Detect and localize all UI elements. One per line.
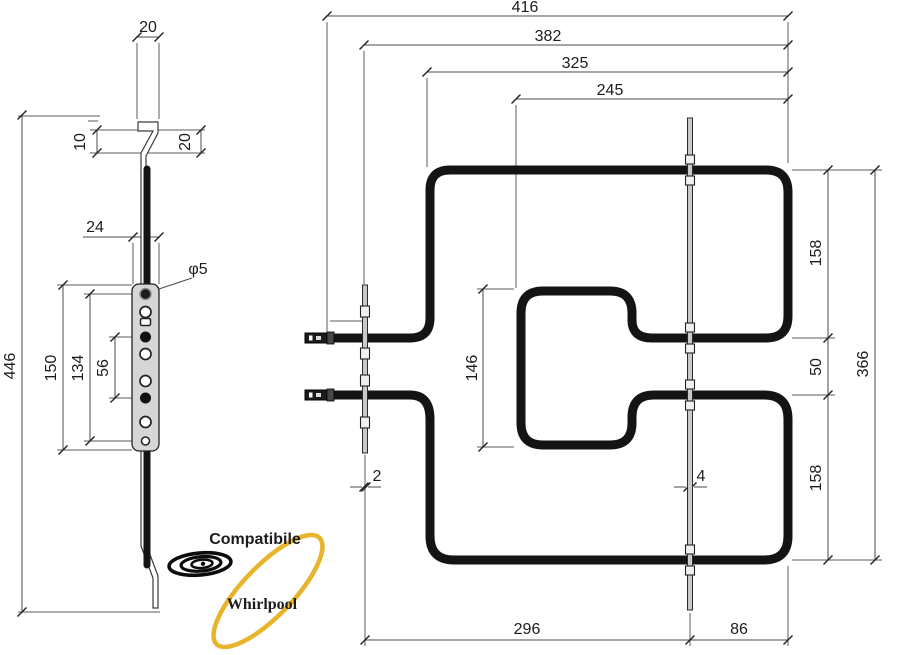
dimension-label-50: 50 xyxy=(808,358,825,376)
dimension-lines-side xyxy=(21,36,202,612)
dimension-label-146: 146 xyxy=(464,355,481,382)
dimension-label-20-right: 20 xyxy=(177,133,194,151)
dimension-label-416: 416 xyxy=(512,0,539,16)
terminal-lower xyxy=(304,388,335,402)
dimension-label-phi5: φ5 xyxy=(188,261,207,278)
brand-name-text: Whirlpool xyxy=(227,596,298,613)
bracket-rod xyxy=(359,284,371,454)
dimension-ticks-plan xyxy=(321,10,881,646)
dimension-label-10: 10 xyxy=(72,133,89,151)
dimension-label-4: 4 xyxy=(697,468,706,485)
plan-view: 416 382 325 245 146 158 50 158 366 2 4 2… xyxy=(304,0,882,646)
dimension-label-56: 56 xyxy=(95,359,112,377)
dimension-label-366: 366 xyxy=(855,351,872,378)
mounting-plate-holes xyxy=(139,287,152,446)
support-rod xyxy=(684,117,696,611)
side-view: 20 10 20 24 φ5 150 134 56 446 xyxy=(2,19,208,618)
dimension-label-245: 245 xyxy=(597,82,624,99)
dimension-label-24: 24 xyxy=(86,219,104,236)
dimension-label-382: 382 xyxy=(535,28,562,45)
compatibility-text: Compatibile xyxy=(209,531,301,548)
dimension-label-134: 134 xyxy=(70,355,87,382)
bracket-profile xyxy=(137,121,159,609)
terminal-upper xyxy=(304,331,335,345)
dimension-label-2: 2 xyxy=(373,468,382,485)
dimension-label-296: 296 xyxy=(514,621,541,638)
dimension-label-158-upper: 158 xyxy=(808,240,825,267)
extension-lines-side xyxy=(18,43,205,613)
dimension-label-86: 86 xyxy=(730,621,748,638)
dimension-lines-plan xyxy=(327,15,876,641)
whirlpool-swirl-icon xyxy=(167,550,233,578)
dimension-label-20-top: 20 xyxy=(139,19,157,36)
dimension-label-158-lower: 158 xyxy=(808,465,825,492)
dimension-label-446: 446 xyxy=(2,353,19,380)
dimension-label-325: 325 xyxy=(562,55,589,72)
heating-element-tube xyxy=(332,165,793,565)
dimension-label-150: 150 xyxy=(43,355,60,382)
mounting-plate xyxy=(131,283,160,452)
dimension-ticks-side xyxy=(16,31,207,618)
whirlpool-logo: Compatibile Whirlpool xyxy=(167,531,325,650)
logo-ellipse xyxy=(211,532,325,650)
